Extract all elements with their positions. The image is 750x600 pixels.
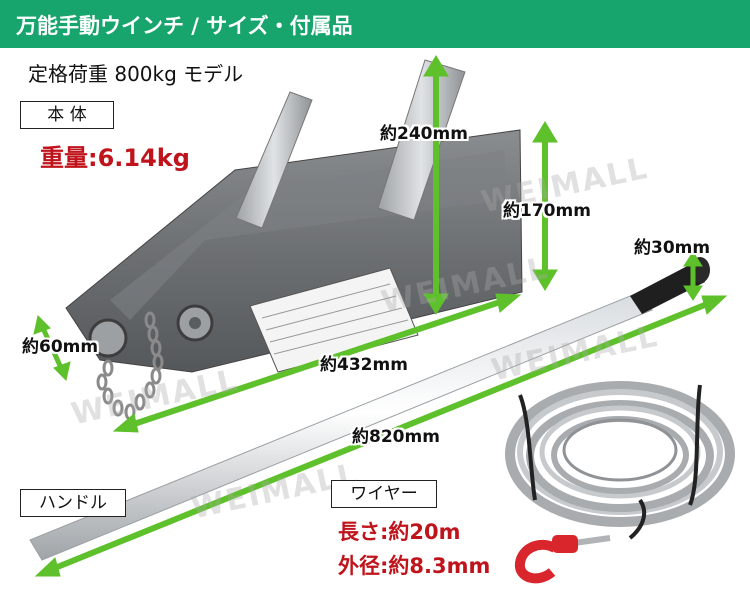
dim-handle-length-label: 約820mm — [352, 427, 440, 447]
wire-length-spec: 長さ:約20m — [338, 520, 461, 544]
wire-label: ワイヤー — [331, 480, 437, 508]
wire-diameter-spec: 外径:約8.3mm — [338, 554, 491, 578]
dim-body-length-label: 約432mm — [320, 355, 408, 375]
handle-label: ハンドル — [20, 489, 126, 517]
dim-body-height-inner-label: 約170mm — [503, 201, 591, 221]
header-bar: 万能手動ウインチ / サイズ・付属品 — [0, 0, 750, 48]
weight-spec: 重量:6.14kg — [40, 144, 190, 172]
dim-grip-label: 約30mm — [634, 238, 711, 258]
winch-body — [65, 59, 523, 373]
wire-coil — [505, 381, 735, 548]
dimension-arrows — [33, 55, 728, 577]
body-label: 本 体 — [20, 101, 114, 129]
page-title: 万能手動ウインチ / サイズ・付属品 — [16, 14, 353, 38]
dim-body-height-label: 約240mm — [380, 124, 468, 144]
dim-body-width-label: 約60mm — [22, 337, 99, 357]
hook-icon — [514, 535, 578, 584]
rated-load-subtitle: 定格荷重 800kg モデル — [28, 62, 244, 86]
